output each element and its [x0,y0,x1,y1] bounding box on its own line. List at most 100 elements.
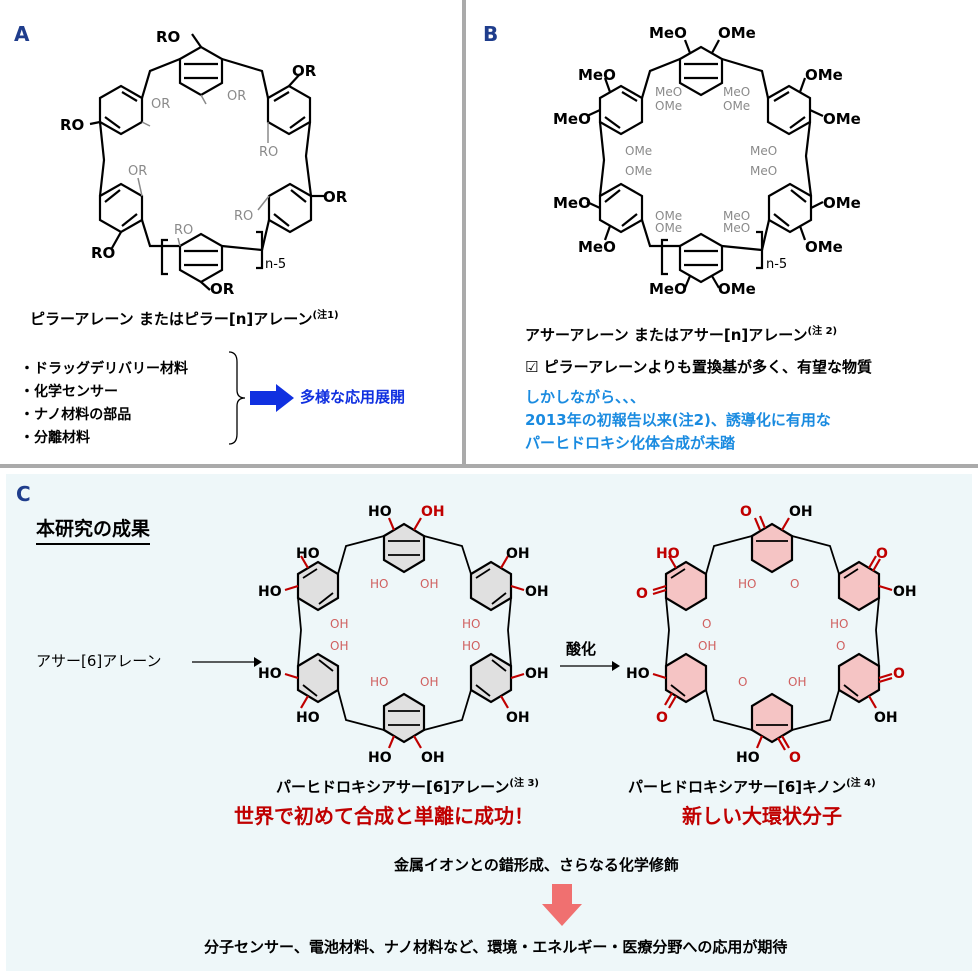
product2-claim: 新しい大環状分子 [682,804,842,828]
inner-ho-q1: HO [738,577,756,591]
ome-2: OMe [805,66,843,84]
o-3: O [636,586,648,602]
o-5: O [656,710,668,726]
sub-or-right: OR [323,188,348,206]
inner-ome-5: OMe [655,209,682,223]
oxidation-label: 酸化 [566,640,597,658]
panel-b-label: B [483,22,499,46]
panel-a-caption: ピラーアレーン またはピラー[n]アレーン(注1) [30,310,339,328]
ho-1: HO [368,504,392,520]
inner-oh-4: OH [420,675,438,689]
oh-1: OH [421,504,445,520]
inner-meo-1: MeO [655,85,682,99]
inner-ome-4: OMe [625,164,652,178]
inner-meo-4: MeO [750,164,777,178]
check-statement: ☑ ピラーアレーンよりも置換基が多く、有望な物質 [525,358,873,376]
meo-4: MeO [553,194,591,212]
perhydroxy-asarquinone-structure: O OH HO O O OH HO O O OH HO O HO O O HO … [626,504,917,766]
inner-ho-4: HO [370,675,388,689]
ome-1: OMe [718,24,756,42]
list-item: ・化学センサー [20,384,118,400]
panel-c-label: C [16,482,31,506]
sub-or-upper-right: OR [292,62,317,80]
panel-a: A [0,0,465,466]
ho-5: HO [296,710,320,726]
inner-or-3: OR [128,164,147,179]
meo-1: MeO [649,24,687,42]
inner-ome-2: OMe [723,99,750,113]
down-arrow [542,884,582,926]
ho-q2: HO [656,546,680,562]
inner-ro-2: RO [234,209,253,224]
inner-o-q4: O [738,675,747,689]
oh-4: OH [525,666,549,682]
meo-2: MeO [578,66,616,84]
vertical-divider [462,0,466,466]
panel-b: B [465,0,978,466]
o-4: O [893,666,905,682]
blue-line: しかしながら、、、 [525,388,646,406]
arrow-to-product1 [192,657,262,667]
inner-meo-3: MeO [750,144,777,158]
inner-oh-3: OH [330,639,348,653]
inner-oh-q4: OH [788,675,806,689]
inner-o-q1: O [790,577,799,591]
inner-o-q3: O [836,639,845,653]
o-1: O [740,504,752,520]
panel-b-caption: アサーアレーン またはアサー[n]アレーン(注 2) [525,326,838,344]
product2-name: パーヒドロキシアサー[6]キノン(注 4) [628,778,876,796]
oh-5: OH [506,710,530,726]
next-step-text: 金属イオンとの錯形成、さらなる化学修飾 [394,856,679,874]
ho-2: HO [296,546,320,562]
ho-3: HO [258,584,282,600]
sub-ro-left: RO [60,116,84,134]
oh-3: OH [525,584,549,600]
inner-ho-1: HO [370,577,388,591]
inner-ome-3: OMe [625,144,652,158]
list-item: ・ナノ材料の部品 [20,407,132,423]
ho-q4: HO [626,666,650,682]
inner-ome-6: OMe [655,221,682,235]
inner-o-q2: O [702,617,711,631]
inner-ro-1: RO [259,145,278,160]
ho-4: HO [258,666,282,682]
asararene-structure: MeO OMe MeO OMe MeO OMe MeO OMe MeO OMe … [553,24,861,298]
product1-name: パーヒドロキシアサー[6]アレーン(注 3) [276,778,539,796]
inner-meo-2: MeO [723,85,750,99]
o-6: O [789,750,801,766]
list-item: ・分離材料 [20,430,90,446]
applications-text: 分子センサー、電池材料、ナノ材料など、環境・エネルギー・医療分野への応用が期待 [204,938,788,956]
list-item: ・ドラッグデリバリー材料 [20,361,188,377]
meo-6: MeO [649,280,687,298]
sub-ro-top: RO [156,28,180,46]
results-heading: 本研究の成果 [36,514,151,545]
inner-oh-1: OH [420,577,438,591]
sub-or-bottom: OR [210,280,235,298]
inner-oh-2: OH [330,617,348,631]
brace [228,351,246,445]
horizontal-divider [0,464,978,468]
perhydroxy-asararene-structure: HO OH HO OH HO OH HO OH HO OH HO OH HO O… [258,504,549,766]
blue-note: しかしながら、、、 2013年の初報告以来(注2)、誘導化に有用な パーヒドロキ… [525,386,831,455]
pillararene-structure: RO OR RO OR RO OR OR OR RO OR RO RO n-5 [60,28,348,298]
inner-ome-1: OMe [655,99,682,113]
start-compound-label: アサー[6]アレーン [36,652,162,670]
outcome-text: 多様な応用展開 [300,388,406,406]
ome-5: OMe [805,238,843,256]
inner-or-1: OR [227,89,246,104]
oh-2: OH [506,546,530,562]
oh-q3: OH [893,584,917,600]
ho-6: HO [368,750,392,766]
repeat-unit-a: n-5 [265,257,286,272]
ho-q6: HO [736,750,760,766]
meo-3: MeO [553,110,591,128]
inner-oh-q3: OH [698,639,716,653]
oxidation-arrow [560,661,620,671]
blue-line: パーヒドロキシ化体合成が未踏 [525,434,736,452]
panel-c: C 本研究の成果 アサー[6]アレーン [6,474,972,971]
ome-4: OMe [823,194,861,212]
inner-ho-q2: HO [830,617,848,631]
application-list: ・ドラッグデリバリー材料 ・化学センサー ・ナノ材料の部品 ・分離材料 [20,358,188,450]
inner-ro-3: RO [174,223,193,238]
oh-6: OH [421,750,445,766]
